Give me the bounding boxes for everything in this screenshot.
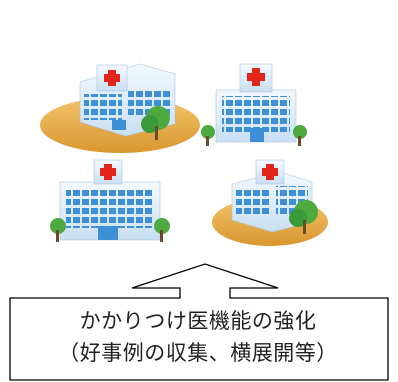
caption-line-2: （好事例の収集、横展開等） xyxy=(58,341,338,365)
caption-line-1: かかりつけ医機能の強化 xyxy=(79,309,317,333)
caption-box: かかりつけ医機能の強化 （好事例の収集、横展開等） xyxy=(16,298,380,376)
hospital-icon xyxy=(40,63,200,153)
hospital-icon xyxy=(50,159,170,242)
hospital-icon xyxy=(212,159,328,246)
hospital-icon xyxy=(201,63,307,146)
up-arrow-icon xyxy=(9,263,389,381)
